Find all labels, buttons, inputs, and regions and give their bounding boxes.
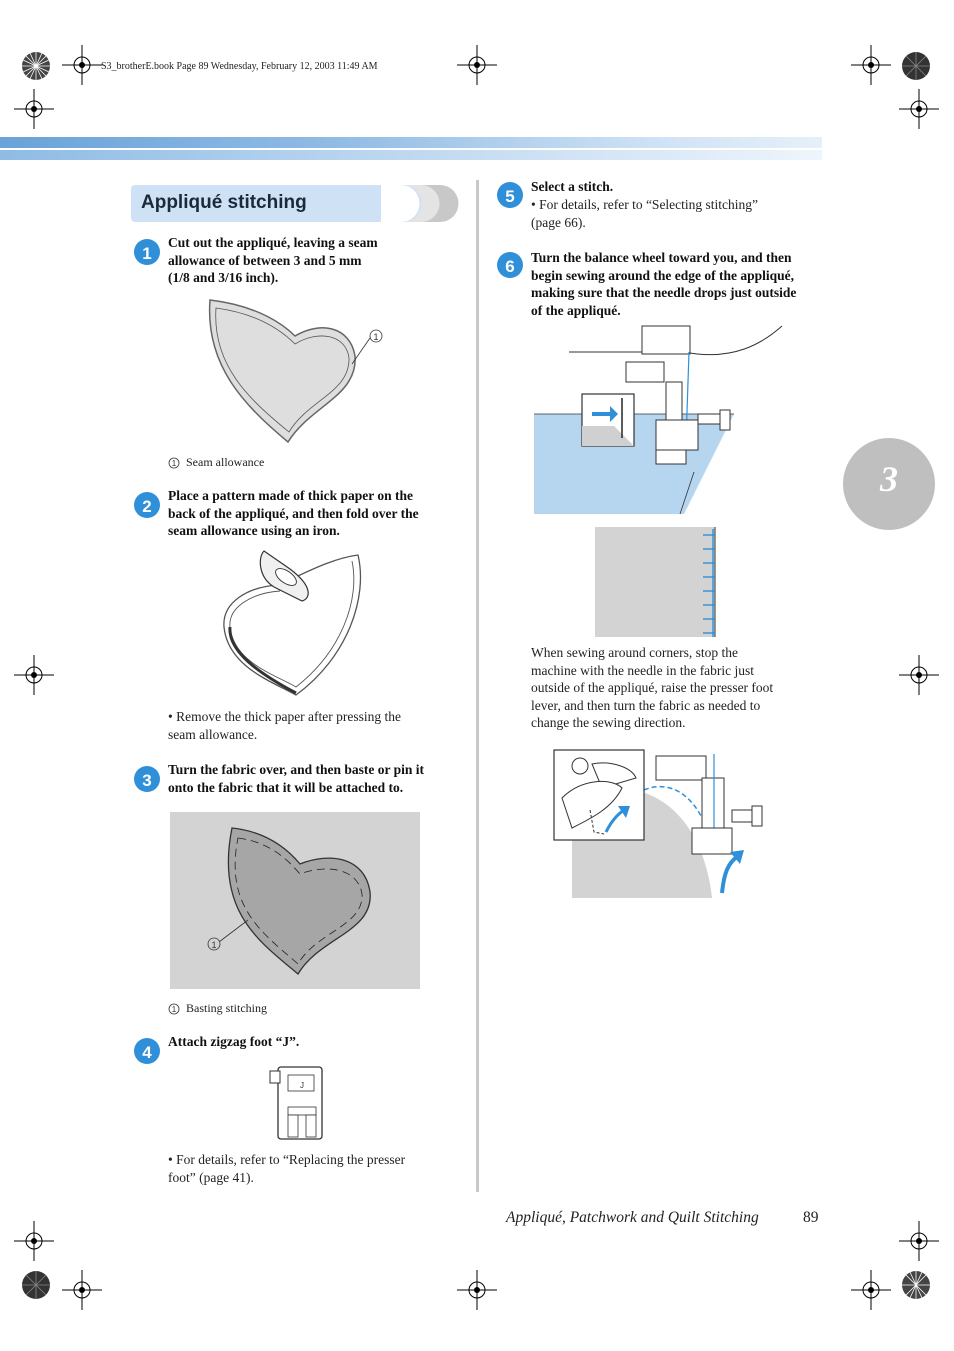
crosshair-mark xyxy=(851,1270,891,1310)
column-divider xyxy=(476,180,479,1192)
crosshair-mark xyxy=(14,1221,54,1261)
note-line: lever, and then turn the fabric as neede… xyxy=(531,697,761,713)
registration-sunburst-top-left xyxy=(22,52,50,80)
page-number: 89 xyxy=(803,1209,819,1226)
stitch-edge-illustration xyxy=(595,527,716,637)
bullet-line: (page 66). xyxy=(531,214,586,230)
crosshair-mark xyxy=(14,89,54,129)
step-3-line: onto the fabric that it will be attached… xyxy=(168,779,404,795)
chapter-number: 3 xyxy=(880,459,898,499)
svg-text:5: 5 xyxy=(505,187,514,206)
corner-turning-illustration xyxy=(553,749,763,898)
step-2-line: seam allowance using an iron. xyxy=(168,523,340,538)
sewing-machine-needle-illustration xyxy=(534,325,783,515)
iron-pressing-illustration xyxy=(223,550,362,696)
svg-text:3: 3 xyxy=(142,771,151,790)
caption-seam-allowance: Seam allowance xyxy=(186,455,265,469)
step-number-5-icon: 5 xyxy=(497,182,523,208)
step-1-text: Cut out the appliqué, leaving a seam all… xyxy=(168,234,378,287)
crosshair-mark xyxy=(899,655,939,695)
step-3-line: Turn the fabric over, and then baste or … xyxy=(168,762,425,777)
svg-text:6: 6 xyxy=(505,257,514,276)
svg-text:4: 4 xyxy=(142,1043,152,1062)
step-number-1-icon: 1 xyxy=(134,239,160,265)
registration-sunburst-bottom-right xyxy=(902,1271,930,1299)
crosshair-mark xyxy=(14,655,54,695)
crosshair-mark xyxy=(62,45,102,85)
step-5-line: Select a stitch. xyxy=(531,179,614,194)
chapter-badge xyxy=(843,438,935,530)
step-6-line: begin sewing around the edge of the appl… xyxy=(531,267,795,283)
step-6-line: of the appliqué. xyxy=(531,302,621,318)
print-header: S3_brotherE.book Page 89 Wednesday, Febr… xyxy=(101,61,378,72)
bullet-line: • For details, refer to “Selecting stitc… xyxy=(531,197,759,212)
step-4-bullet: • For details, refer to “Replacing the p… xyxy=(168,1151,405,1186)
step-number-2-icon: 2 xyxy=(134,492,160,518)
zigzag-foot-j-illustration: J xyxy=(269,1066,323,1140)
callout-marker: 1 xyxy=(211,940,216,950)
step-2-line: back of the appliqué, and then fold over… xyxy=(168,505,419,521)
step-6-text: Turn the balance wheel toward you, and t… xyxy=(531,249,796,319)
step-6-line: Turn the balance wheel toward you, and t… xyxy=(531,250,792,265)
step-1-line: Cut out the appliqué, leaving a seam xyxy=(168,235,378,250)
step-number-6-icon: 6 xyxy=(497,252,523,278)
step-number-4-icon: 4 xyxy=(134,1038,160,1064)
basting-illustration: 1 xyxy=(170,812,420,989)
step-4-text: Attach zigzag foot “J”. xyxy=(168,1033,299,1051)
section-title: Appliqué stitching xyxy=(141,192,307,213)
foot-letter: J xyxy=(300,1081,304,1090)
section-title-tab xyxy=(131,185,459,222)
bullet-line: • Remove the thick paper after pressing … xyxy=(168,709,402,724)
callout-marker: 1 xyxy=(373,332,378,342)
bullet-line: seam allowance. xyxy=(168,726,258,742)
note-line: change the sewing direction. xyxy=(531,715,686,730)
step-1-line: allowance of between 3 and 5 mm xyxy=(168,252,362,268)
step-3-text: Turn the fabric over, and then baste or … xyxy=(168,761,424,796)
note-line: machine with the needle in the fabric ju… xyxy=(531,662,755,678)
corners-note: When sewing around corners, stop the mac… xyxy=(531,644,773,732)
step-2-line: Place a pattern made of thick paper on t… xyxy=(168,488,413,503)
caption-marker-icon: 1 xyxy=(168,457,180,469)
crosshair-mark xyxy=(899,89,939,129)
step-5-text: Select a stitch. xyxy=(531,178,613,196)
caption-marker: 1 xyxy=(172,459,177,468)
registration-sunburst-top-right xyxy=(902,52,930,80)
svg-text:2: 2 xyxy=(142,497,151,516)
svg-text:1: 1 xyxy=(142,244,151,263)
step-4-line: Attach zigzag foot “J”. xyxy=(168,1034,300,1049)
crosshair-mark xyxy=(457,1270,497,1310)
bullet-line: • For details, refer to “Replacing the p… xyxy=(168,1152,406,1167)
bullet-line: foot” (page 41). xyxy=(168,1169,254,1185)
step-6-line: making sure that the needle drops just o… xyxy=(531,285,797,300)
caption-basting-stitching: Basting stitching xyxy=(186,1001,267,1015)
header-band xyxy=(0,137,822,148)
crosshair-mark xyxy=(62,1270,102,1310)
crosshair-mark xyxy=(899,1221,939,1261)
caption-marker-icon: 1 xyxy=(168,1003,180,1015)
step-2-bullet: • Remove the thick paper after pressing … xyxy=(168,708,401,743)
note-line: outside of the appliqué, raise the press… xyxy=(531,680,774,695)
registration-sunburst-bottom-left xyxy=(22,1271,50,1299)
crosshair-mark xyxy=(457,45,497,85)
step-5-bullet: • For details, refer to “Selecting stitc… xyxy=(531,196,758,231)
caption-marker: 1 xyxy=(172,1005,177,1014)
step-number-3-icon: 3 xyxy=(134,766,160,792)
crosshair-mark xyxy=(851,45,891,85)
note-line: When sewing around corners, stop the xyxy=(531,645,738,660)
seam-allowance-illustration: 1 xyxy=(208,299,383,444)
footer-chapter-title: Appliqué, Patchwork and Quilt Stitching xyxy=(506,1209,759,1226)
step-2-text: Place a pattern made of thick paper on t… xyxy=(168,487,419,540)
header-band xyxy=(0,150,822,160)
step-1-line: (1/8 and 3/16 inch). xyxy=(168,270,279,285)
